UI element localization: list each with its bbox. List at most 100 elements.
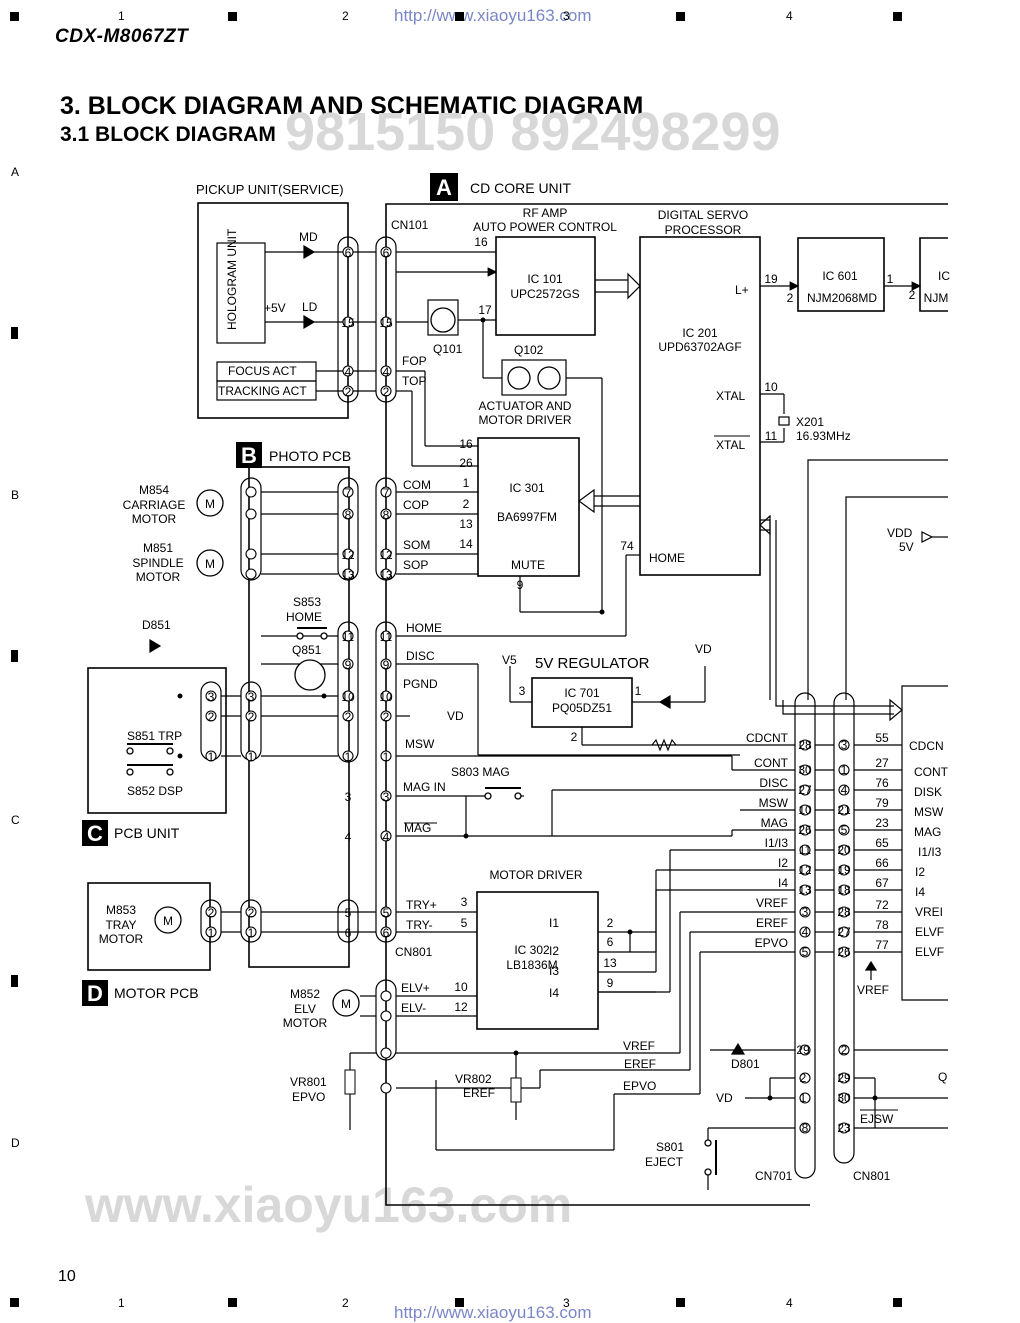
pin-right: 27 — [875, 756, 889, 770]
pin-cn701: 4 — [802, 925, 809, 939]
m854-motor-label: MOTOR — [132, 512, 177, 526]
page-subtitle: 3.1 BLOCK DIAGRAM — [60, 123, 276, 146]
grid-col-1-bottom: 1 — [118, 1296, 125, 1310]
signal-vref: VREF — [623, 1039, 655, 1053]
signal-v5: V5 — [502, 653, 517, 667]
svg-text:7: 7 — [383, 486, 390, 500]
cn701-label-i2: I2 — [778, 856, 788, 870]
vr801-epvo-label: EPVO — [292, 1090, 325, 1104]
grid-row-a: A — [11, 165, 20, 179]
ic301-top2-label: MOTOR DRIVER — [478, 413, 571, 427]
edge-mark — [228, 12, 237, 21]
right-label-i4: I4 — [915, 885, 925, 899]
phototransistor-q851-icon — [294, 659, 326, 691]
ic301-mute: MUTE — [511, 558, 545, 572]
svg-text:2: 2 — [800, 1071, 807, 1085]
svg-text:10: 10 — [764, 380, 778, 394]
signal-top: TOP — [402, 374, 426, 388]
cn701-label-disc: DISC — [759, 776, 788, 790]
ic201-xtal: XTAL — [716, 389, 745, 403]
motor-m851-icon — [196, 549, 224, 577]
signal-eref: EREF — [624, 1057, 656, 1071]
svg-text:4: 4 — [383, 830, 390, 844]
hologram-unit-label: HOLOGRAM UNIT — [225, 228, 239, 330]
grid-col-2: 2 — [342, 9, 349, 23]
svg-text:1: 1 — [887, 272, 894, 286]
corner-mark — [893, 1298, 902, 1307]
ic302-top-label: MOTOR DRIVER — [489, 868, 582, 882]
grid-row-c: C — [11, 813, 20, 827]
right-label-msw: MSW — [914, 805, 944, 819]
signal-som: SOM — [403, 538, 430, 552]
svg-text:2: 2 — [571, 730, 578, 744]
edge-mark — [676, 1298, 685, 1307]
signal-try-minus: TRY- — [406, 918, 433, 932]
svg-text:12: 12 — [341, 548, 355, 562]
m854-label: M854 — [139, 483, 169, 497]
led-d801-icon — [730, 1042, 746, 1055]
pickup-5v-label: +5V — [264, 301, 286, 315]
pin-cn701: 30 — [798, 763, 812, 777]
ic201-lplus: L+ — [735, 283, 749, 297]
pin-right: 77 — [875, 938, 889, 952]
m851-motor-label: MOTOR — [136, 570, 181, 584]
s803-label: S803 MAG — [451, 765, 510, 779]
svg-text:29: 29 — [796, 1043, 810, 1057]
cn701-label-eref: EREF — [756, 916, 788, 930]
pin-right: 76 — [875, 776, 889, 790]
svg-text:2: 2 — [208, 710, 215, 724]
resistor-icon — [651, 738, 677, 752]
svg-text:30: 30 — [837, 1091, 851, 1105]
pin-cn701: 28 — [798, 738, 812, 752]
right-label-elvf-1: ELVF — [915, 925, 944, 939]
svg-text:1: 1 — [800, 1091, 807, 1105]
svg-text:4: 4 — [345, 365, 352, 379]
signal-com: COM — [403, 478, 431, 492]
page-number: 10 — [58, 1268, 76, 1285]
section-a-tag: A — [436, 175, 452, 200]
vr802-icon — [510, 1077, 522, 1103]
ic302-i3: I3 — [549, 964, 559, 978]
model-number: CDX-M8067ZT — [55, 26, 189, 47]
source-url-bottom[interactable]: http://www.xiaoyu163.com — [394, 1303, 592, 1322]
m851-label: M851 — [143, 541, 173, 555]
switch-s853-icon — [296, 632, 304, 640]
ic201-xtal-bar: XTAL — [716, 438, 745, 452]
signal-sop: SOP — [403, 558, 428, 572]
ic701-part: PQ05DZ51 — [552, 701, 612, 715]
m853-label: M853 — [106, 903, 136, 917]
source-url-top[interactable]: http://www.xiaoyu163.com — [394, 6, 592, 25]
signal-try-plus: TRY+ — [406, 898, 437, 912]
svg-text:2: 2 — [248, 906, 255, 920]
cn801b-label: CN801 — [853, 1169, 891, 1183]
signal-home: HOME — [406, 621, 442, 635]
edge-mark — [455, 1298, 464, 1307]
pin-right: 72 — [875, 898, 889, 912]
pin-cn701: 13 — [798, 883, 812, 897]
pin-right: 65 — [875, 836, 889, 850]
svg-text:3: 3 — [248, 690, 255, 704]
svg-text:13: 13 — [603, 956, 617, 970]
vr802-eref-label: EREF — [463, 1086, 495, 1100]
cn701-label-cdcnt: CDCNT — [746, 731, 789, 745]
signal-ejsw: EJSW — [860, 1112, 894, 1126]
pin-cn801: 1 — [841, 763, 848, 777]
m852-elv-label: ELV — [294, 1002, 316, 1016]
pin-cn801: 19 — [837, 863, 851, 877]
svg-text:2: 2 — [607, 916, 614, 930]
ic101-top2-label: AUTO POWER CONTROL — [473, 220, 617, 234]
grid-col-1: 1 — [118, 9, 125, 23]
svg-text:1: 1 — [248, 750, 255, 764]
svg-text:13: 13 — [341, 568, 355, 582]
cn701-label: CN701 — [755, 1169, 793, 1183]
diode-md-icon — [303, 244, 316, 260]
svg-text:6: 6 — [345, 246, 352, 260]
svg-text:15: 15 — [379, 316, 393, 330]
grid-col-4-bottom: 4 — [786, 1296, 793, 1310]
m854-carriage-label: CARRIAGE — [123, 498, 186, 512]
m853-tray-label: TRAY — [105, 918, 136, 932]
right-label-cont: CONT — [914, 765, 949, 779]
signal-fop: FOP — [402, 354, 427, 368]
ic101-top-label: RF AMP — [523, 206, 568, 220]
pin-cn801: 20 — [837, 843, 851, 857]
